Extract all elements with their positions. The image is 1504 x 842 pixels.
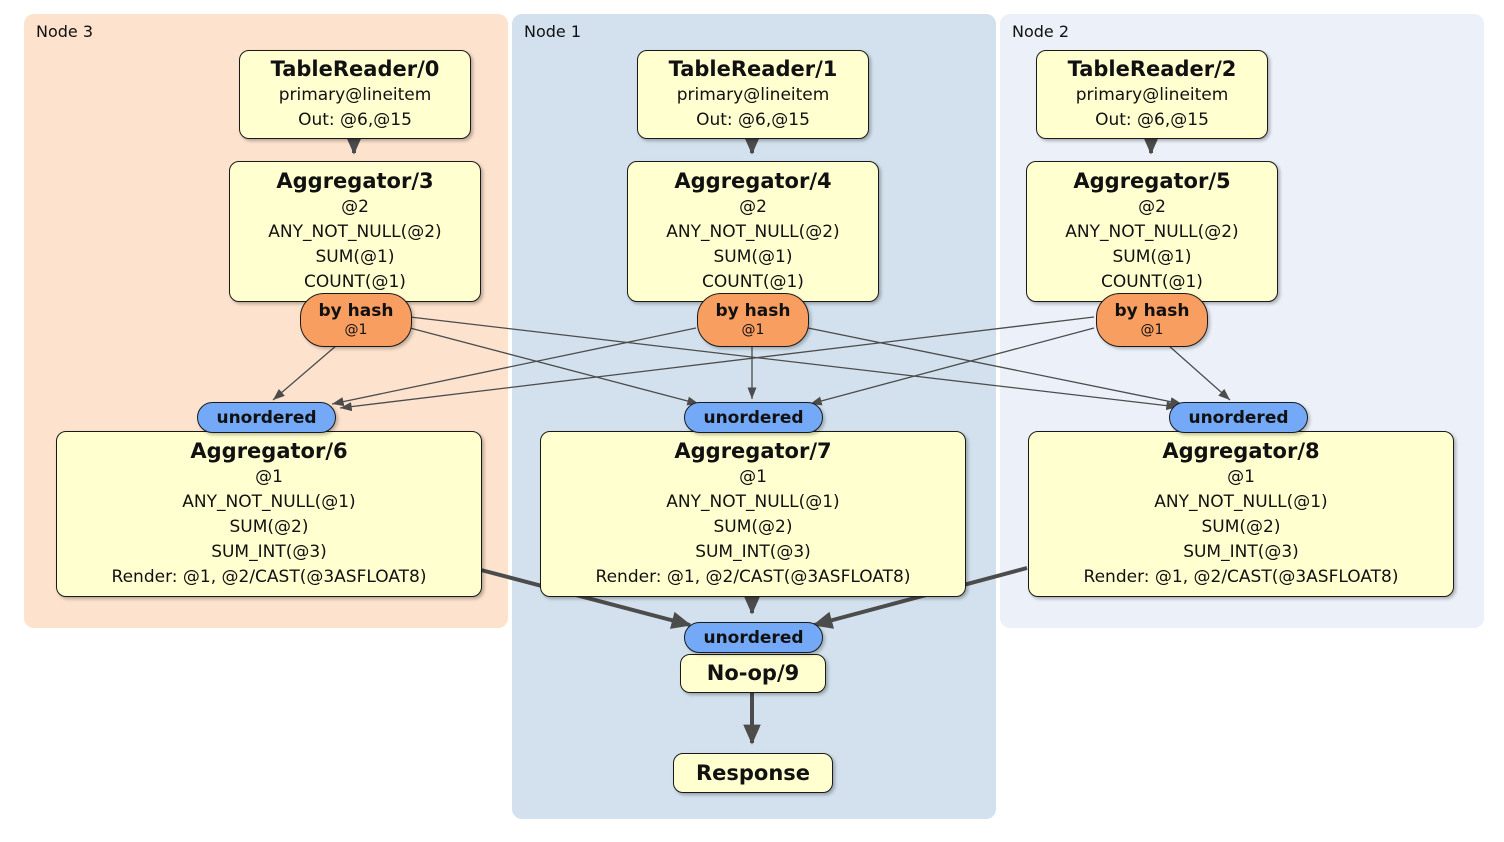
op-detail: SUM(@2) <box>1201 517 1281 537</box>
op-detail: SUM(@1) <box>315 247 395 267</box>
op-title: Aggregator/6 <box>190 439 348 463</box>
op-detail: ANY_NOT_NULL(@1) <box>666 492 840 512</box>
op-detail: COUNT(@1) <box>702 272 804 292</box>
sync-unordered-node2: unordered <box>1169 402 1308 433</box>
edge-hash5-sync8 <box>1167 344 1231 401</box>
router-label: by hash <box>1114 301 1190 321</box>
aggregator-6-box: Aggregator/6 @1 ANY_NOT_NULL(@1) SUM(@2)… <box>56 431 482 597</box>
router-key: @1 <box>741 322 765 338</box>
edge-hash4-sync8 <box>807 327 1183 407</box>
node3-label: Node 3 <box>36 22 94 41</box>
op-detail: Out: @6,@15 <box>1095 110 1209 130</box>
op-title: Aggregator/7 <box>674 439 832 463</box>
op-detail: @1 <box>1227 467 1255 487</box>
op-title: Aggregator/4 <box>674 169 832 193</box>
edge-hash5-sync7 <box>809 327 1095 406</box>
router-label: by hash <box>318 301 394 321</box>
aggregator-7-box: Aggregator/7 @1 ANY_NOT_NULL(@1) SUM(@2)… <box>540 431 966 597</box>
op-detail: COUNT(@1) <box>1101 272 1203 292</box>
op-detail: ANY_NOT_NULL(@2) <box>1065 222 1239 242</box>
edge-hash4-sync6 <box>331 327 697 407</box>
tablereader-1-box: TableReader/1 primary@lineitem Out: @6,@… <box>637 50 869 139</box>
op-detail: Out: @6,@15 <box>298 110 412 130</box>
op-title: Aggregator/3 <box>276 169 434 193</box>
op-detail: Out: @6,@15 <box>696 110 810 130</box>
hash-router-node2: by hash @1 <box>1096 293 1208 347</box>
op-detail: Render: @1, @2/CAST(@3ASFLOAT8) <box>111 567 427 587</box>
op-title: TableReader/2 <box>1067 57 1237 81</box>
node1-label: Node 1 <box>524 22 582 41</box>
op-detail: SUM(@1) <box>713 247 793 267</box>
edge-hash3-sync8 <box>409 316 1179 411</box>
response-box: Response <box>673 753 833 793</box>
op-detail: ANY_NOT_NULL(@2) <box>666 222 840 242</box>
op-title: Response <box>695 760 811 785</box>
op-title: Aggregator/8 <box>1162 439 1320 463</box>
op-detail: @1 <box>255 467 283 487</box>
op-detail: Render: @1, @2/CAST(@3ASFLOAT8) <box>595 567 911 587</box>
op-title: Aggregator/5 <box>1073 169 1231 193</box>
op-detail: @2 <box>1138 197 1166 217</box>
op-title: No-op/9 <box>706 661 800 685</box>
op-detail: COUNT(@1) <box>304 272 406 292</box>
edge-agg6-sync <box>480 568 692 629</box>
op-detail: Render: @1, @2/CAST(@3ASFLOAT8) <box>1083 567 1399 587</box>
op-title: TableReader/1 <box>668 57 838 81</box>
noop-9-box: No-op/9 <box>680 654 826 693</box>
sync-unordered-node3: unordered <box>197 402 336 433</box>
aggregator-5-box: Aggregator/5 @2 ANY_NOT_NULL(@2) SUM(@1)… <box>1026 161 1278 302</box>
node2-label: Node 2 <box>1012 22 1070 41</box>
op-detail: @2 <box>739 197 767 217</box>
router-label: by hash <box>715 301 791 321</box>
op-detail: ANY_NOT_NULL(@2) <box>268 222 442 242</box>
op-detail: ANY_NOT_NULL(@1) <box>182 492 356 512</box>
op-detail: @2 <box>341 197 369 217</box>
aggregator-8-box: Aggregator/8 @1 ANY_NOT_NULL(@1) SUM(@2)… <box>1028 431 1454 597</box>
tablereader-0-box: TableReader/0 primary@lineitem Out: @6,@… <box>239 50 471 139</box>
aggregator-4-box: Aggregator/4 @2 ANY_NOT_NULL(@2) SUM(@1)… <box>627 161 879 302</box>
op-detail: SUM_INT(@3) <box>695 542 811 562</box>
op-title: TableReader/0 <box>270 57 440 81</box>
edge-hash5-sync6 <box>339 316 1095 412</box>
router-key: @1 <box>344 322 368 338</box>
op-detail: ANY_NOT_NULL(@1) <box>1154 492 1328 512</box>
hash-router-node1: by hash @1 <box>697 293 809 347</box>
op-detail: SUM(@2) <box>713 517 793 537</box>
sync-unordered-node1: unordered <box>684 402 823 433</box>
op-detail: SUM(@2) <box>229 517 309 537</box>
op-detail: SUM_INT(@3) <box>1183 542 1299 562</box>
op-detail: primary@lineitem <box>278 85 432 105</box>
router-key: @1 <box>1140 322 1164 338</box>
op-detail: primary@lineitem <box>1075 85 1229 105</box>
op-detail: @1 <box>739 467 767 487</box>
aggregator-3-box: Aggregator/3 @2 ANY_NOT_NULL(@2) SUM(@1)… <box>229 161 481 302</box>
op-detail: primary@lineitem <box>676 85 830 105</box>
op-detail: SUM(@1) <box>1112 247 1192 267</box>
sync-unordered-output: unordered <box>684 622 823 653</box>
hash-router-node3: by hash @1 <box>300 293 412 347</box>
edge-hash3-sync7 <box>409 327 700 406</box>
op-detail: SUM_INT(@3) <box>211 542 327 562</box>
edge-hash3-sync6 <box>272 344 338 401</box>
tablereader-2-box: TableReader/2 primary@lineitem Out: @6,@… <box>1036 50 1268 139</box>
